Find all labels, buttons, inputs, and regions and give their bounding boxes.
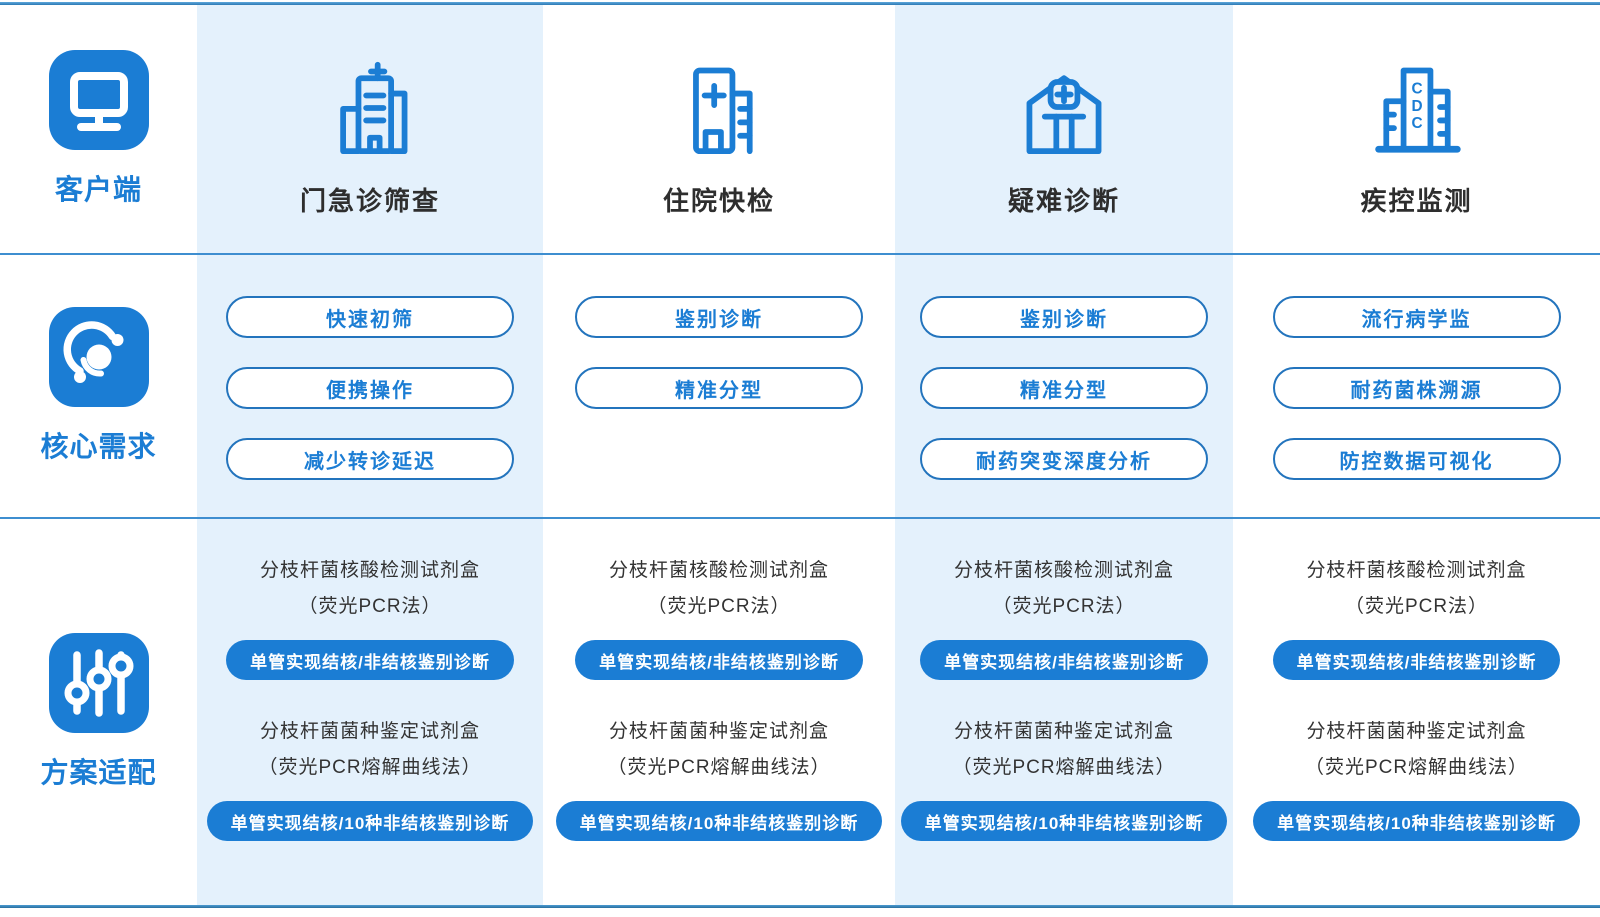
- need-pill: 流行病学监: [1272, 296, 1561, 338]
- inpatient-building-icon: [671, 57, 767, 157]
- column-header-cdc-cell: C D C 疾控监测: [1233, 5, 1600, 255]
- kit-name: 分枝杆菌核酸检测试剂盒: [1306, 560, 1527, 581]
- kit-feature-badge: 单管实现结核/10种非结核鉴别诊断: [1253, 801, 1580, 841]
- kit-name: 分枝杆菌核酸检测试剂盒: [953, 560, 1174, 581]
- column-header-label: 住院快检: [662, 186, 775, 216]
- column-header-label: 门急诊筛查: [299, 186, 440, 216]
- row-label: 方案适配: [40, 757, 157, 788]
- row-label: 客户端: [54, 174, 142, 205]
- kit-method: （荧光PCR熔解曲线法）: [258, 757, 482, 778]
- solutions-difficult-cell: 分枝杆菌核酸检测试剂盒 （荧光PCR法） 单管实现结核/非结核鉴别诊断 分枝杆菌…: [895, 519, 1233, 905]
- solutions-cdc-cell: 分枝杆菌核酸检测试剂盒 （荧光PCR法） 单管实现结核/非结核鉴别诊断 分枝杆菌…: [1233, 519, 1600, 905]
- row-label-client-cell: 客户端: [0, 5, 197, 255]
- need-pill: 鉴别诊断: [575, 296, 863, 338]
- row-label-solution-cell: 方案适配: [0, 519, 197, 905]
- orbit-icon: [48, 307, 149, 407]
- solutions-outpatient-cell: 分枝杆菌核酸检测试剂盒 （荧光PCR法） 单管实现结核/非结核鉴别诊断 分枝杆菌…: [197, 519, 543, 905]
- need-pill: 减少转诊延迟: [226, 438, 514, 480]
- kit-name: 分枝杆菌菌种鉴定试剂盒: [608, 721, 829, 742]
- kit-method: （荧光PCR法）: [1344, 596, 1489, 617]
- column-header-label: 疾控监测: [1360, 186, 1473, 216]
- kit-method: （荧光PCR法）: [298, 596, 442, 617]
- sliders-icon: [48, 633, 149, 733]
- column-header-outpatient-cell: 门急诊筛查: [197, 5, 543, 255]
- kit-name: 分枝杆菌菌种鉴定试剂盒: [259, 721, 480, 742]
- need-pill: 精准分型: [575, 367, 863, 409]
- svg-text:C: C: [1411, 115, 1422, 132]
- kit-feature-badge: 单管实现结核/10种非结核鉴别诊断: [900, 801, 1228, 841]
- kit-method: （荧光PCR法）: [647, 596, 791, 617]
- hospital-cross-icon: [1016, 57, 1112, 157]
- needs-outpatient-cell: 快速初筛 便携操作 减少转诊延迟: [197, 255, 543, 519]
- need-pill: 耐药突变深度分析: [920, 438, 1208, 480]
- top-border-line: [0, 2, 1600, 5]
- kit-feature-badge: 单管实现结核/10种非结核鉴别诊断: [206, 801, 534, 841]
- top-spacer: [0, 0, 1600, 2]
- bottom-border-line: [0, 905, 1600, 908]
- need-pill: 精准分型: [920, 367, 1208, 409]
- needs-inpatient-cell: 鉴别诊断 精准分型: [543, 255, 895, 519]
- kit-feature-badge: 单管实现结核/非结核鉴别诊断: [920, 640, 1208, 680]
- column-header-label: 疑难诊断: [1007, 186, 1120, 216]
- need-pill: 防控数据可视化: [1272, 438, 1561, 480]
- need-pill: 快速初筛: [226, 296, 514, 338]
- kit-feature-badge: 单管实现结核/10种非结核鉴别诊断: [555, 801, 883, 841]
- kit-feature-badge: 单管实现结核/非结核鉴别诊断: [575, 640, 863, 680]
- needs-difficult-cell: 鉴别诊断 精准分型 耐药突变深度分析: [895, 255, 1233, 519]
- kit-name: 分枝杆菌核酸检测试剂盒: [608, 560, 829, 581]
- need-pill: 便携操作: [226, 367, 514, 409]
- row-label: 核心需求: [40, 431, 157, 462]
- need-pill: 鉴别诊断: [920, 296, 1208, 338]
- row-label-core-needs-cell: 核心需求: [0, 255, 197, 519]
- needs-cdc-cell: 流行病学监 耐药菌株溯源 防控数据可视化: [1233, 255, 1600, 519]
- kit-name: 分枝杆菌菌种鉴定试剂盒: [953, 721, 1174, 742]
- kit-feature-badge: 单管实现结核/非结核鉴别诊断: [1272, 640, 1561, 680]
- kit-name: 分枝杆菌核酸检测试剂盒: [259, 560, 480, 581]
- kit-feature-badge: 单管实现结核/非结核鉴别诊断: [226, 640, 514, 680]
- clinic-building-icon: [322, 57, 418, 157]
- matrix-grid: 客户端 门急诊筛查: [0, 5, 1600, 905]
- column-header-inpatient-cell: 住院快检: [543, 5, 895, 255]
- monitor-icon: [48, 50, 149, 150]
- kit-method: （荧光PCR熔解曲线法）: [607, 757, 831, 778]
- cdc-building-icon: C D C: [1369, 57, 1465, 157]
- svg-text:C: C: [1411, 81, 1422, 98]
- svg-text:D: D: [1411, 98, 1422, 115]
- solutions-inpatient-cell: 分枝杆菌核酸检测试剂盒 （荧光PCR法） 单管实现结核/非结核鉴别诊断 分枝杆菌…: [543, 519, 895, 905]
- column-header-difficult-cell: 疑难诊断: [895, 5, 1233, 255]
- kit-method: （荧光PCR熔解曲线法）: [952, 757, 1176, 778]
- need-pill: 耐药菌株溯源: [1272, 367, 1561, 409]
- kit-name: 分枝杆菌菌种鉴定试剂盒: [1306, 721, 1527, 742]
- kit-method: （荧光PCR法）: [992, 596, 1136, 617]
- bottom-spacer: [0, 908, 1600, 917]
- kit-method: （荧光PCR熔解曲线法）: [1304, 757, 1529, 778]
